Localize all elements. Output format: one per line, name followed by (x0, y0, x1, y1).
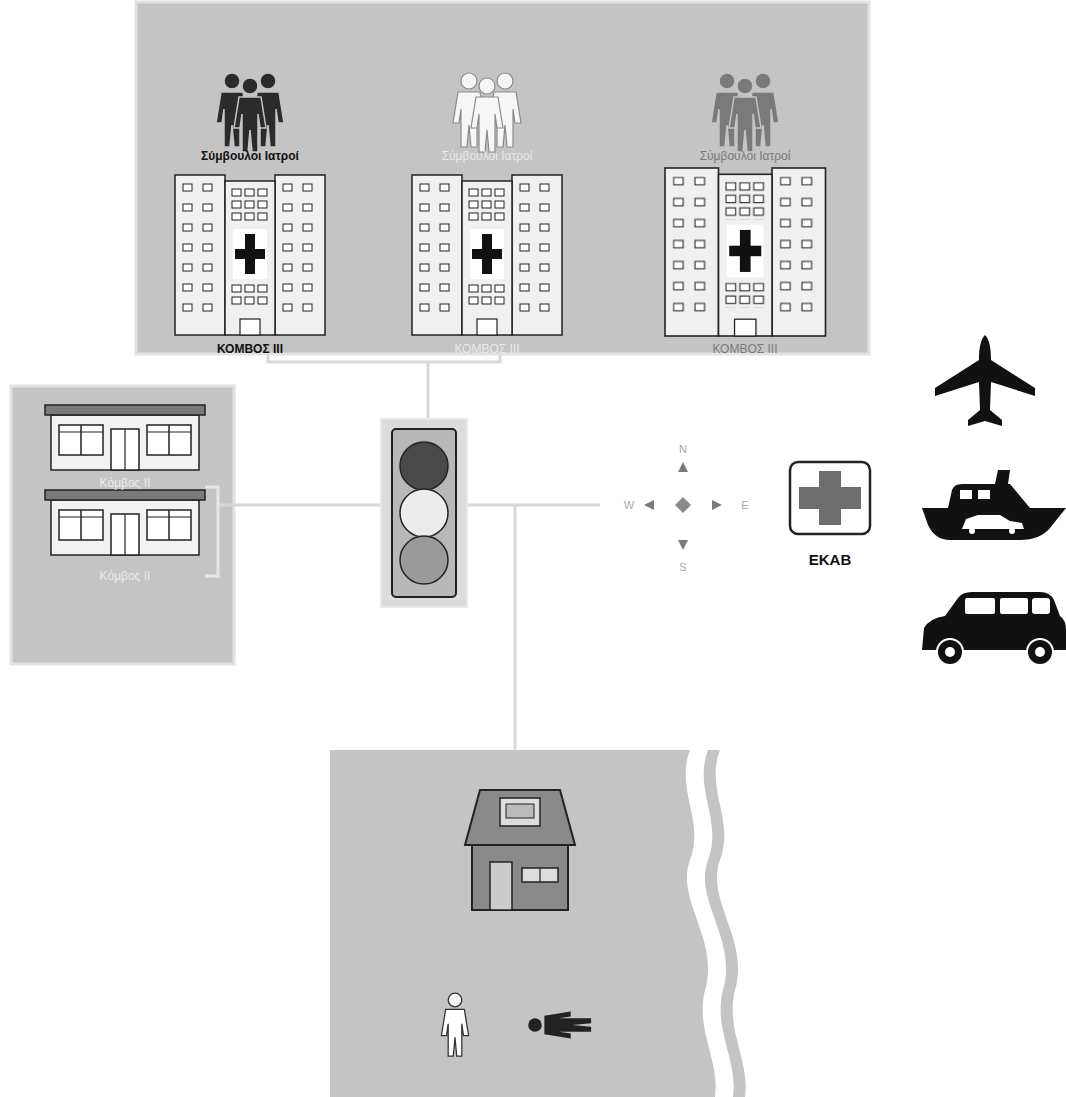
node-label: ΚΟΜΒΟΣ III (712, 343, 777, 357)
health-center-building (45, 490, 205, 555)
node-label: ΚΟΜΒΟΣ III (217, 343, 283, 357)
house-icon (465, 790, 575, 910)
standing-person (441, 993, 468, 1056)
health-center-building (45, 405, 205, 470)
node-heading: Κόμβος II (100, 570, 151, 584)
incident-area (330, 750, 716, 1097)
node-box: ΕΚΑΒ (785, 462, 875, 568)
consultant-group (711, 73, 779, 152)
node-box: Σύμβουλοι ΙατροίΚΟΜΒΟΣ III (397, 150, 577, 357)
node-heading: Σύμβουλοι Ιατροί (442, 150, 533, 164)
compass-rose (644, 462, 722, 550)
consultant-group (453, 73, 521, 152)
triage-traffic-light (381, 419, 467, 607)
injured-person (528, 1011, 591, 1038)
ems-icon (790, 462, 870, 534)
consultant-group (216, 73, 284, 152)
hospital-building (175, 175, 325, 335)
hospital-building (665, 168, 826, 336)
coast-stripe (704, 750, 746, 1097)
node-heading: Κόμβος II (100, 477, 151, 491)
node-box: Σύμβουλοι ΙατροίΚΟΜΒΟΣ III (160, 150, 340, 357)
node-heading: ΕΚΑΒ (809, 551, 852, 568)
airplane-icon (935, 335, 1035, 426)
compass-letter: N (679, 443, 687, 455)
compass-letter: W (624, 499, 634, 511)
bracket-connector (205, 487, 218, 576)
node-box: Κόμβος II (45, 402, 205, 491)
node-box: Σύμβουλοι ΙατροίΚΟΜΒΟΣ III (655, 150, 835, 357)
node-heading: Σύμβουλοι Ιατροί (700, 150, 791, 164)
health-center-band (11, 386, 234, 664)
node-box: Κόμβος II (45, 488, 205, 584)
hospital-building (412, 175, 562, 335)
ferry-icon (922, 470, 1066, 540)
hospital-band (136, 2, 869, 354)
node-heading: Σύμβουλοι Ιατροί (201, 150, 299, 164)
compass-letter: E (741, 499, 748, 511)
compass-letter: S (679, 561, 686, 573)
node-label: ΚΟΜΒΟΣ III (454, 343, 519, 357)
network-wire (218, 355, 600, 765)
taxi-icon (922, 592, 1066, 665)
